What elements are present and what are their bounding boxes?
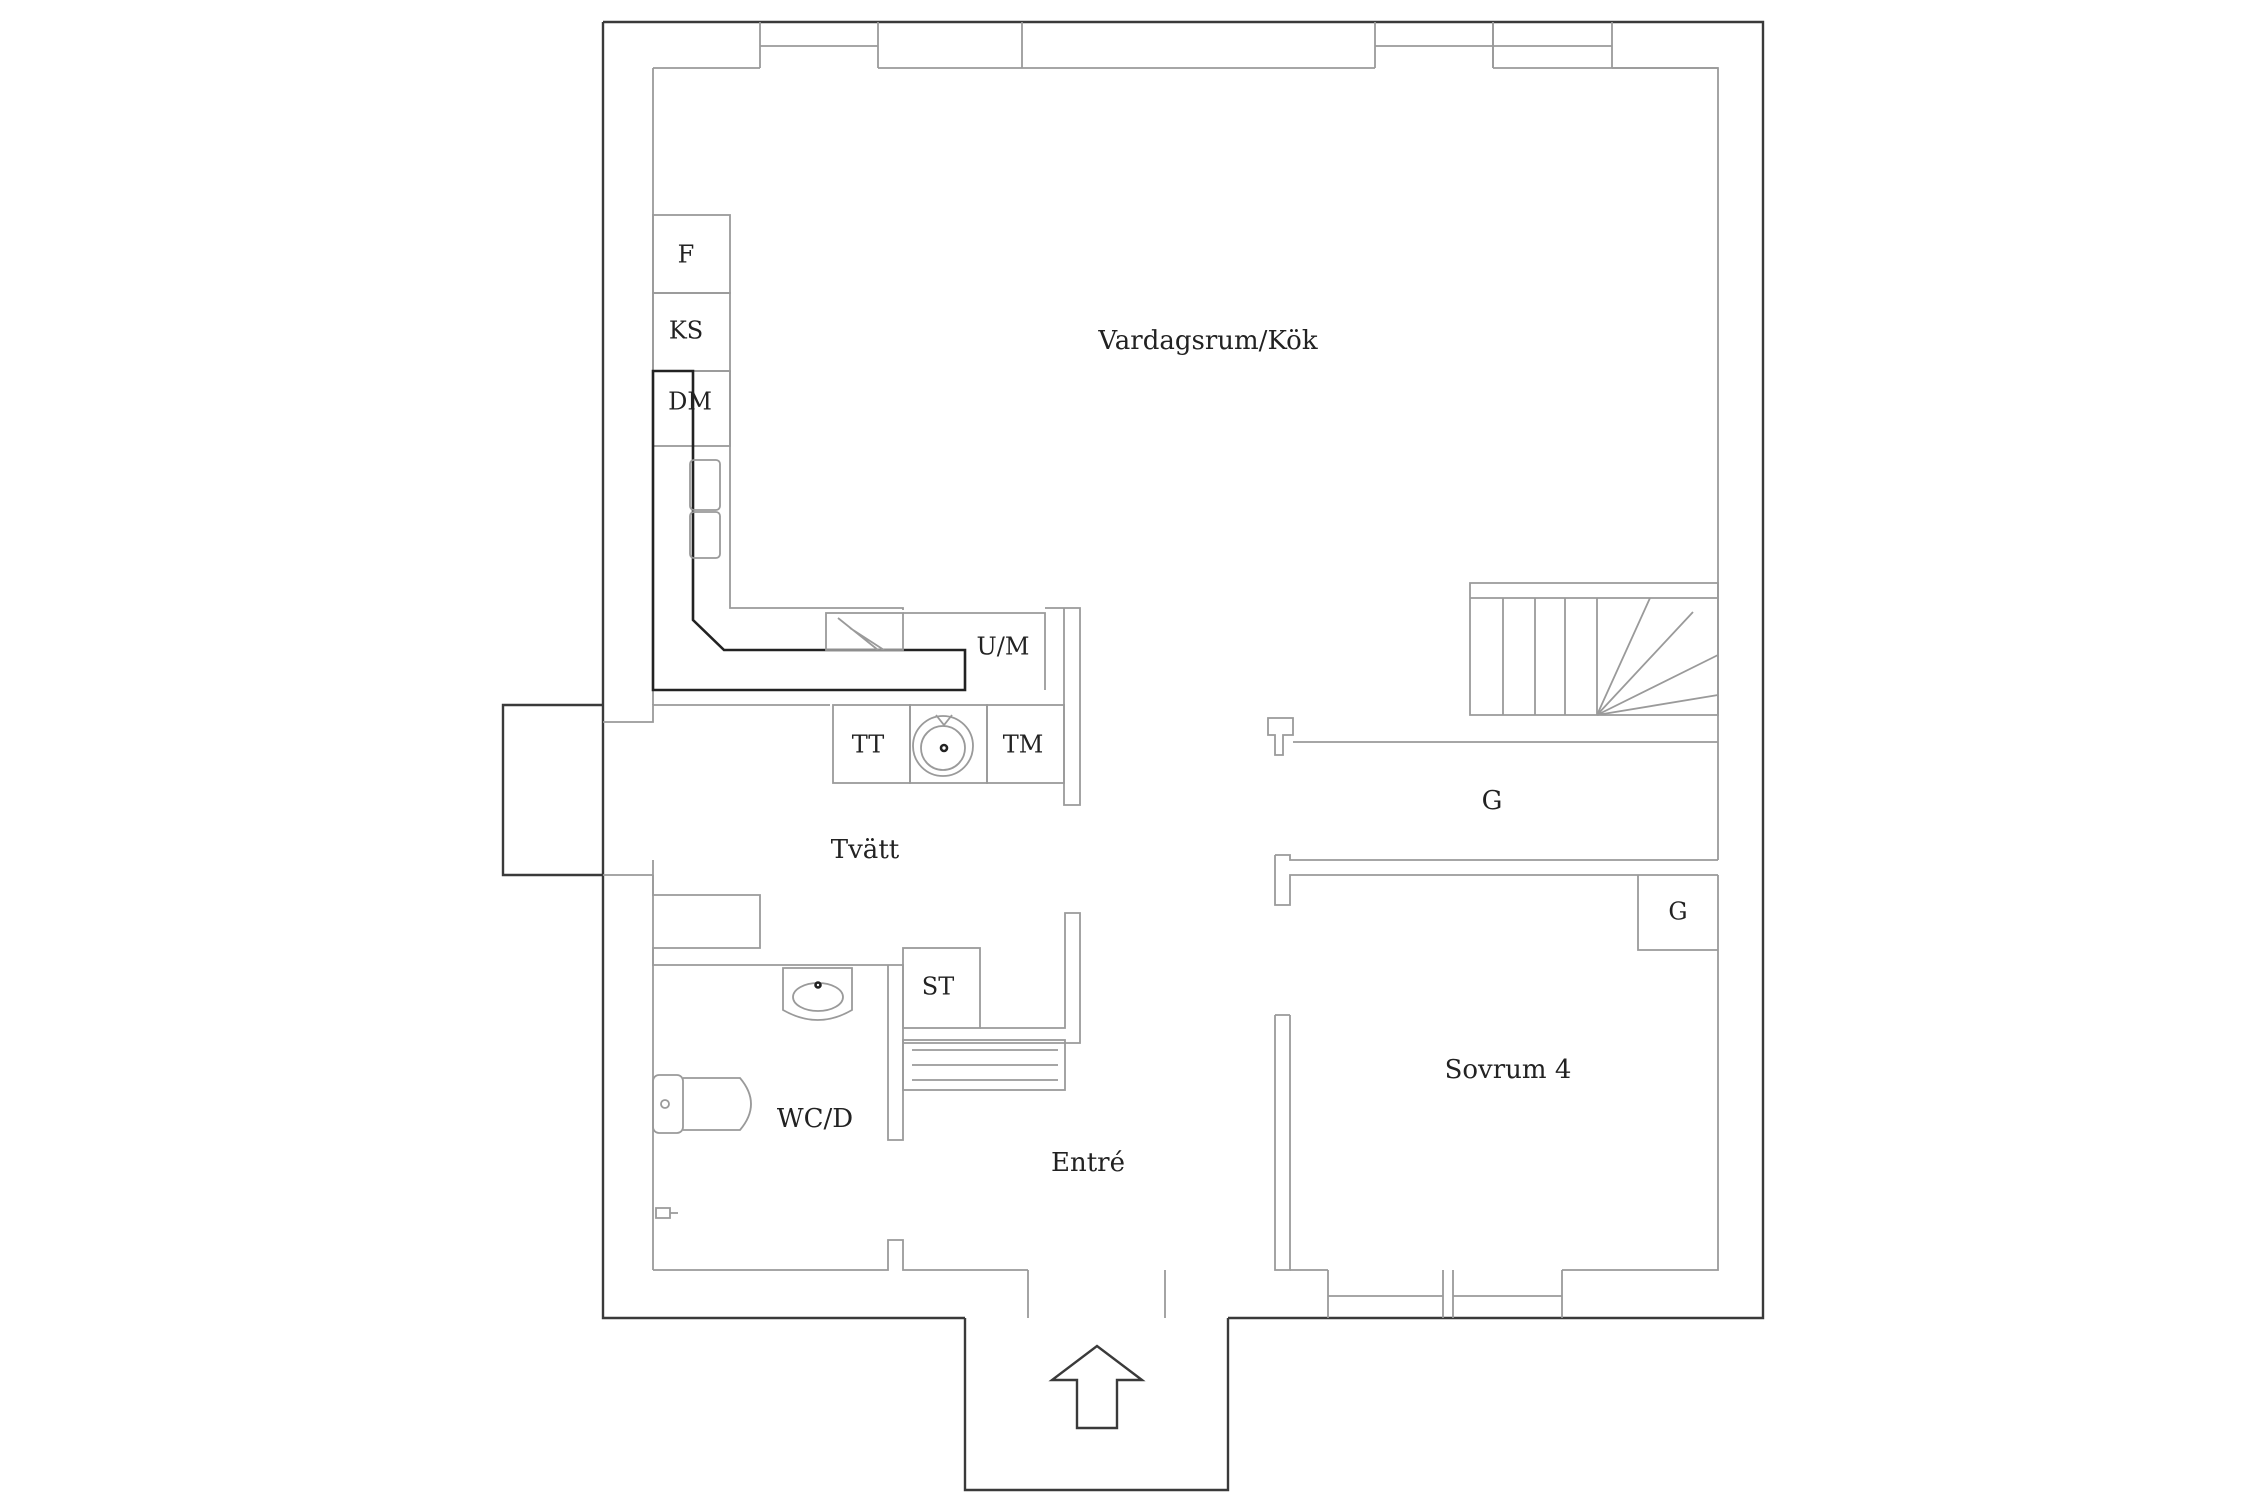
label-washer: TM: [1003, 731, 1044, 759]
label-storage-hall: G: [1482, 786, 1503, 816]
entrance-porch: [963, 1270, 1230, 1492]
entrance-arrow-icon: [1048, 1344, 1146, 1430]
label-freezer: KS: [669, 317, 703, 345]
staircase: [1469, 582, 1719, 716]
label-bedroom-closet: G: [1668, 898, 1687, 926]
label-living-kitchen: Vardagsrum/Kök: [1097, 326, 1317, 356]
washbasin-icon: [782, 967, 853, 1021]
label-cabinet: ST: [922, 973, 954, 1001]
windows-top: [759, 22, 1718, 69]
label-fridge: F: [678, 241, 695, 269]
label-entrance: Entré: [1051, 1148, 1125, 1178]
outer-walls: [501, 20, 1765, 1320]
interior-walls: [603, 704, 1718, 1271]
label-dishwasher: DM: [668, 388, 712, 416]
kitchen-units: [651, 214, 1081, 806]
label-oven-micro: U/M: [977, 633, 1030, 661]
toilet-icon: [652, 1074, 684, 1134]
windows-bottom: [1290, 1269, 1563, 1318]
label-bedroom: Sovrum 4: [1445, 1055, 1572, 1085]
label-dryer: TT: [852, 731, 884, 759]
wc-fixtures: [652, 967, 853, 1219]
label-laundry: Tvätt: [831, 835, 900, 865]
label-wc: WC/D: [777, 1104, 853, 1134]
laundry-units: [832, 704, 1065, 784]
